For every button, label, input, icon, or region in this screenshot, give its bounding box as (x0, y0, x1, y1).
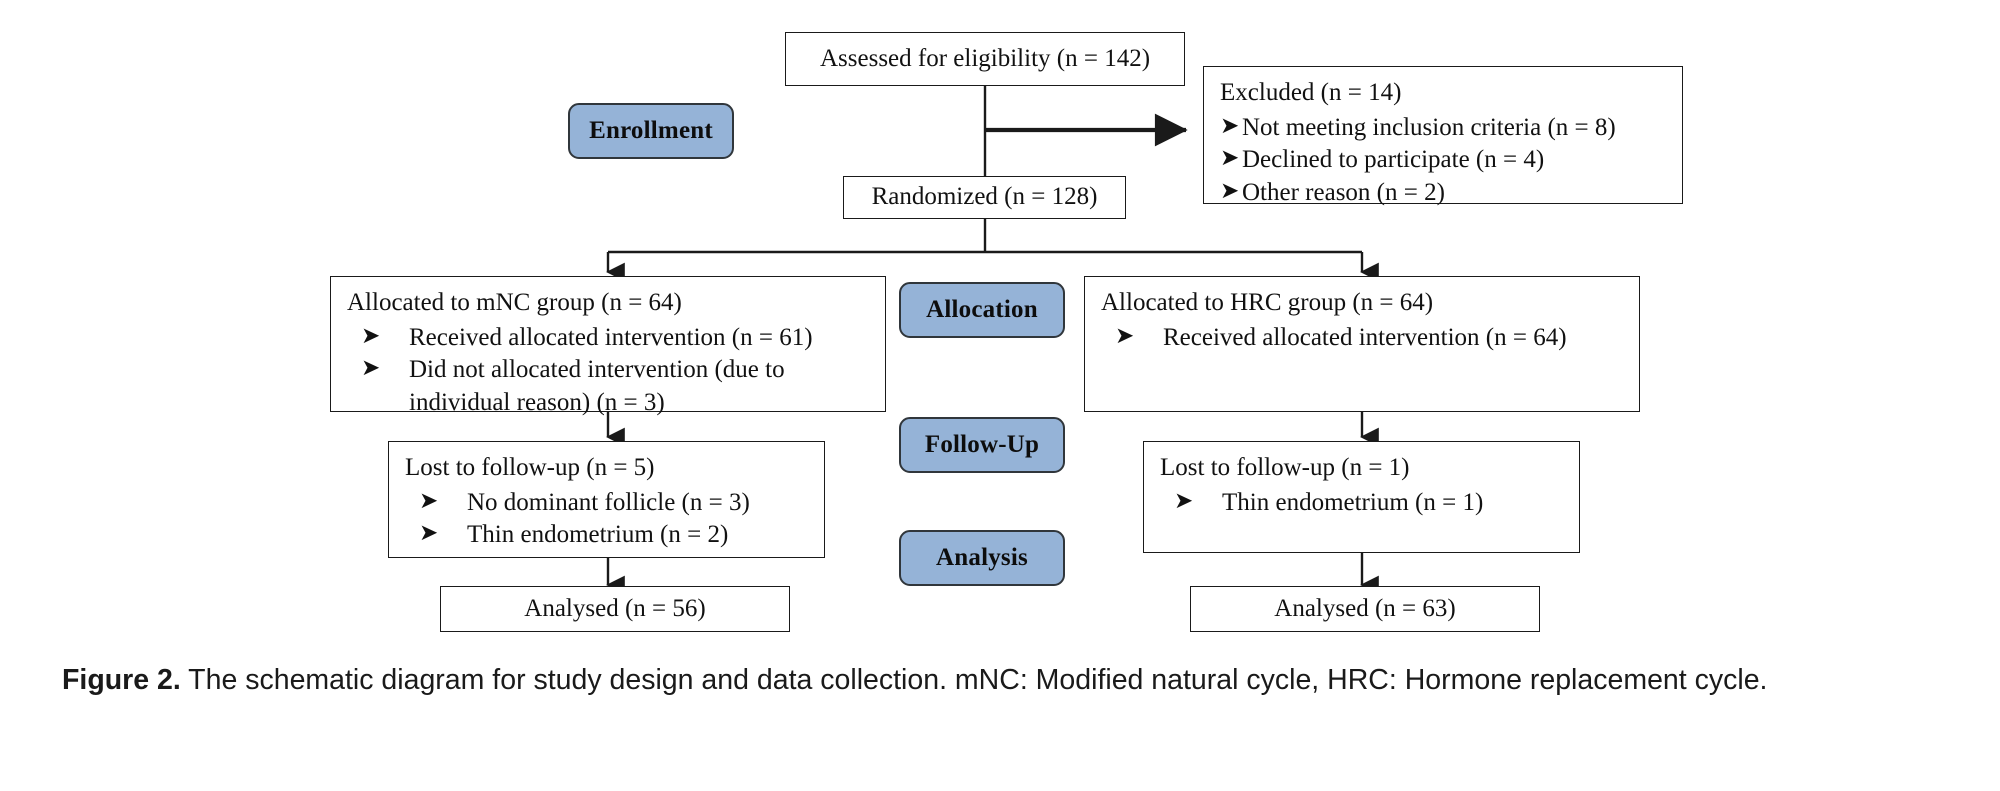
node-excluded-bullet-list: ➤ Not meeting inclusion criteria (n = 8)… (1220, 112, 1668, 210)
chevron-bullet-icon: ➤ (361, 355, 381, 380)
list-item-label: Thin endometrium (n = 2) (467, 521, 729, 548)
node-analysed-hrc: Analysed (n = 63) (1190, 586, 1540, 632)
list-item: ➤ Declined to participate (n = 4) (1220, 144, 1668, 177)
node-randomized: Randomized (n = 128) (843, 176, 1126, 219)
stage-pill-follow-up: Follow-Up (899, 417, 1065, 473)
stage-pill-follow-up-label: Follow-Up (924, 431, 1040, 458)
node-assessed-title: Assessed for eligibility (n = 142) (819, 44, 1151, 72)
flow-connectors (606, 86, 1379, 595)
list-item-label: Other reason (n = 2) (1242, 178, 1445, 206)
node-analysed-mnc: Analysed (n = 56) (440, 586, 790, 632)
list-item-label: Received allocated intervention (n = 64) (1163, 323, 1567, 351)
stage-pill-analysis-label: Analysis (936, 544, 1028, 571)
stage-pill-enrollment-label: Enrollment (589, 117, 713, 144)
chevron-bullet-icon: ➤ (1115, 322, 1135, 348)
stage-pill-allocation-label: Allocation (926, 296, 1038, 323)
node-analysed-hrc-title: Analysed (n = 63) (1274, 594, 1456, 622)
chevron-bullet-icon: ➤ (1220, 177, 1240, 203)
figure-caption-label: Figure 2. (62, 664, 181, 696)
chevron-bullet-icon: ➤ (1174, 487, 1194, 513)
chevron-bullet-icon: ➤ (419, 487, 439, 513)
list-item: ➤ No dominant follicle (n = 3) (405, 487, 810, 520)
stage-pill-allocation: Allocation (899, 282, 1065, 338)
chevron-bullet-icon: ➤ (1220, 145, 1240, 170)
list-item-label: Not meeting inclusion criteria (n = 8) (1242, 113, 1616, 141)
node-lost-followup-mnc-title: Lost to follow-up (n = 5) (405, 454, 655, 481)
node-allocated-hrc-bullet-list: ➤ Received allocated intervention (n = 6… (1101, 322, 1625, 355)
node-allocated-mnc: Allocated to mNC group (n = 64) ➤ Receiv… (330, 276, 886, 416)
node-assessed-for-eligibility: Assessed for eligibility (n = 142) (785, 32, 1185, 86)
list-item: ➤ Did not allocated intervention (due to… (347, 354, 871, 419)
node-analysed-mnc-title: Analysed (n = 56) (524, 594, 706, 622)
node-allocated-mnc-bullet-list: ➤ Received allocated intervention (n = 6… (347, 322, 871, 420)
node-lost-followup-mnc: Lost to follow-up (n = 5) ➤ No dominant … (388, 441, 825, 558)
stage-pill-analysis: Analysis (899, 530, 1065, 586)
node-allocated-mnc-title: Allocated to mNC group (n = 64) (347, 289, 682, 316)
list-item-label: No dominant follicle (n = 3) (467, 488, 750, 516)
chevron-bullet-icon: ➤ (419, 520, 439, 545)
list-item: ➤ Not meeting inclusion criteria (n = 8) (1220, 112, 1668, 145)
stage-pill-enrollment: Enrollment (568, 103, 734, 159)
node-randomized-title: Randomized (n = 128) (871, 183, 1098, 211)
node-excluded-title: Excluded (n = 14) (1220, 79, 1402, 106)
list-item: ➤ Received allocated intervention (n = 6… (347, 322, 871, 355)
list-item: ➤ Thin endometrium (n = 1) (1160, 487, 1565, 520)
list-item-label: Did not allocated intervention (due to i… (409, 356, 785, 416)
list-item: ➤ Received allocated intervention (n = 6… (1101, 322, 1625, 355)
node-allocated-hrc-title: Allocated to HRC group (n = 64) (1101, 289, 1434, 316)
flow-diagram-canvas: Assessed for eligibility (n = 142) Exclu… (330, 32, 1683, 632)
list-item-label: Received allocated intervention (n = 61) (409, 323, 813, 351)
chevron-bullet-icon: ➤ (361, 322, 381, 348)
node-lost-hrc-bullet-list: ➤ Thin endometrium (n = 1) (1160, 487, 1565, 520)
list-item: ➤ Thin endometrium (n = 2) (405, 519, 810, 552)
figure-caption-text: The schematic diagram for study design a… (180, 664, 1768, 696)
node-lost-mnc-bullet-list: ➤ No dominant follicle (n = 3) ➤ Thin en… (405, 487, 810, 552)
node-allocated-hrc: Allocated to HRC group (n = 64) ➤ Receiv… (1084, 276, 1640, 412)
chevron-bullet-icon: ➤ (1220, 112, 1240, 138)
node-lost-followup-hrc-title: Lost to follow-up (n = 1) (1160, 454, 1410, 481)
node-excluded: Excluded (n = 14) ➤ Not meeting inclusio… (1203, 66, 1683, 206)
list-item-label: Thin endometrium (n = 1) (1222, 488, 1484, 516)
figure-caption: Figure 2. The schematic diagram for stud… (62, 660, 1962, 700)
list-item: ➤ Other reason (n = 2) (1220, 177, 1668, 210)
list-item-label: Declined to participate (n = 4) (1242, 146, 1545, 173)
node-lost-followup-hrc: Lost to follow-up (n = 1) ➤ Thin endomet… (1143, 441, 1580, 553)
